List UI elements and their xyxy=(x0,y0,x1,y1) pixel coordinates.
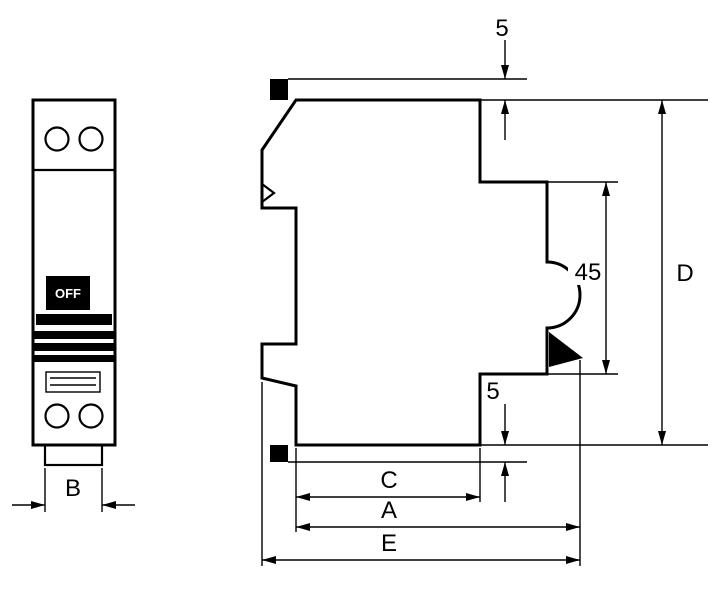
terminal-screw-top-right xyxy=(78,126,104,152)
dim-e-label: E xyxy=(381,530,397,557)
release-lever-triangle xyxy=(549,332,583,367)
off-switch xyxy=(46,276,90,310)
front-body-outline xyxy=(31,98,117,447)
arrowhead xyxy=(501,431,509,445)
terminal-screw-top-left xyxy=(44,126,70,152)
rail-marker-top xyxy=(270,79,288,100)
off-switch-label: OFF xyxy=(55,286,81,301)
arrowhead xyxy=(602,182,610,196)
dim-5-bottom-label: 5 xyxy=(486,378,499,405)
dim-5-top-label: 5 xyxy=(495,15,508,42)
rail-clip-notch xyxy=(261,183,276,203)
side-profile-outline xyxy=(260,98,582,447)
front-view-group: OFF B xyxy=(12,98,135,512)
dim-c-label: C xyxy=(380,467,397,494)
arrowhead xyxy=(501,65,509,79)
dim-a-label: A xyxy=(381,497,397,524)
vent-stripe xyxy=(33,343,115,351)
arrowhead xyxy=(296,493,310,501)
arrowhead xyxy=(566,523,580,531)
dim-45-label: 45 xyxy=(575,259,602,286)
arrowhead xyxy=(31,501,45,509)
vent-stripe xyxy=(33,331,115,339)
vent-stripe xyxy=(33,355,115,362)
rail-marker-bottom xyxy=(270,445,288,462)
arrowhead xyxy=(501,100,509,114)
arrowhead xyxy=(501,462,509,476)
label-backing xyxy=(568,258,604,285)
terminal-screw-bottom-left xyxy=(44,403,70,429)
arrowhead xyxy=(262,556,276,564)
arrowhead xyxy=(102,501,116,509)
din-rail-tab xyxy=(43,443,104,467)
arrowhead xyxy=(602,360,610,374)
arrowhead xyxy=(658,100,666,114)
terminal-screw-bottom-right xyxy=(78,403,104,429)
arrowhead xyxy=(466,493,480,501)
switch-surround-band xyxy=(36,314,112,325)
arrowhead xyxy=(296,523,310,531)
arrowhead xyxy=(658,431,666,445)
arrowhead xyxy=(566,556,580,564)
dim-b-label: B xyxy=(65,475,81,502)
side-view-group: 5 45 D 5 C A E xyxy=(260,15,708,566)
label-window xyxy=(45,371,101,393)
dim-d-label: D xyxy=(676,260,693,287)
